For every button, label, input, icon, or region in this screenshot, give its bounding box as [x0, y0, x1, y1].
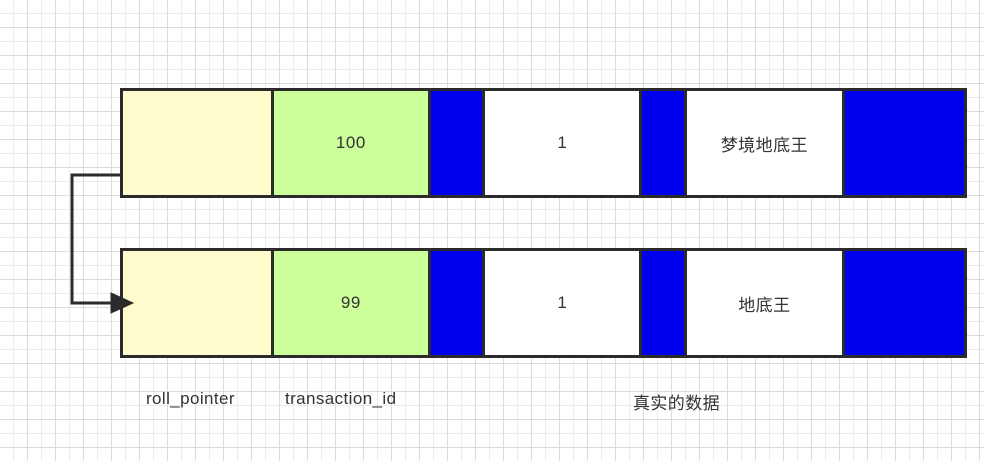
hidden-column-cell-old-1[interactable]	[430, 251, 486, 355]
hidden-column-cell-old-3[interactable]	[844, 251, 964, 355]
data-cell-new-id[interactable]: 1	[485, 91, 643, 195]
record-row-new-version[interactable]: 100 1 梦境地底王	[120, 88, 967, 198]
hidden-column-cell-new-1[interactable]	[430, 91, 486, 195]
roll-pointer-cell-old[interactable]	[123, 251, 274, 355]
roll-pointer-cell-new[interactable]	[123, 91, 274, 195]
transaction-id-cell-new[interactable]: 100	[273, 91, 431, 195]
caption-transaction-id: transaction_id	[285, 389, 397, 408]
hidden-column-cell-new-2[interactable]	[642, 91, 687, 195]
hidden-column-cell-old-2[interactable]	[642, 251, 687, 355]
data-cell-new-name[interactable]: 梦境地底王	[687, 91, 845, 195]
arrow-path	[70, 173, 121, 305]
transaction-id-cell-old[interactable]: 99	[273, 251, 431, 355]
data-cell-old-name[interactable]: 地底王	[687, 251, 845, 355]
caption-roll-pointer: roll_pointer	[146, 389, 235, 408]
hidden-column-cell-new-3[interactable]	[844, 91, 964, 195]
caption-real-data: 真实的数据	[633, 394, 720, 413]
data-cell-old-id[interactable]: 1	[485, 251, 643, 355]
record-row-old-version[interactable]: 99 1 地底王	[120, 248, 967, 358]
